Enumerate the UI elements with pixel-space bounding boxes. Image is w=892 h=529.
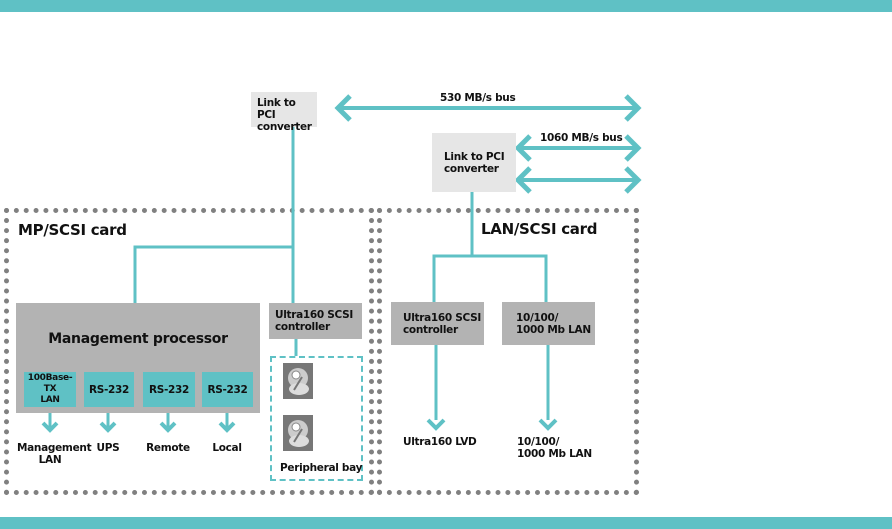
bus-1060-2-left-arrow (514, 166, 532, 194)
converter-top-line1: Link to PCI (257, 97, 296, 121)
controller-line1: Ultra160 SCSI (403, 312, 482, 324)
port-label: RS-232 (88, 383, 130, 396)
output-label: Management (17, 442, 92, 454)
port-label: RS-232 (207, 383, 248, 396)
output-ultra160-lvd: Ultra160 LVD (403, 436, 477, 448)
controller-line2: controller (275, 321, 330, 333)
hard-disk-icon (283, 415, 313, 451)
output-local: Local (212, 442, 242, 454)
mp-ultra160-scsi-controller: Ultra160 SCSI controller (269, 303, 362, 339)
bottom-banner (0, 517, 892, 529)
output-ups: UPS (96, 442, 120, 454)
top-banner (0, 0, 892, 12)
peripheral-bay (270, 356, 363, 481)
converter-right-line2: converter (444, 163, 499, 175)
bus-530-label: 530 MB/s bus (440, 92, 516, 104)
output-label: LAN (38, 454, 62, 466)
lan-scsi-card (377, 208, 639, 495)
management-processor-label: Management processor (48, 331, 228, 347)
output-label: 10/100/ (517, 436, 560, 448)
port-label: LAN (40, 395, 60, 405)
mp-card-title: MP/SCSI card (18, 221, 127, 239)
lan-ultra160-scsi-controller: Ultra160 SCSI controller (391, 302, 484, 345)
bus-530-right-arrow (624, 94, 642, 122)
lan-controller-10-100-1000: 10/100/ 1000 Mb LAN (502, 302, 595, 345)
lan-card-title: LAN/SCSI card (481, 220, 598, 238)
lan-controller-line2: 1000 Mb LAN (516, 324, 591, 336)
mp-scsi-card (4, 208, 374, 495)
hard-disk-icon (283, 363, 313, 399)
output-management-lan: Management LAN (17, 442, 92, 466)
peripheral-bay-label: Peripheral bay (280, 462, 363, 474)
output-remote: Remote (146, 442, 190, 454)
output-label: 1000 Mb LAN (517, 448, 592, 460)
bus-1060-label: 1060 MB/s bus (540, 132, 623, 144)
port-100base-tx: 100Base-TX LAN (24, 372, 76, 407)
output-lan: 10/100/ 1000 Mb LAN (517, 436, 592, 460)
bus-530-left-arrow (334, 94, 352, 122)
port-label: 100Base-TX (27, 373, 73, 394)
port-rs232-local: RS-232 (202, 372, 253, 407)
bus-1060-1-left-arrow (514, 134, 532, 162)
link-to-pci-converter-right: Link to PCI converter (432, 133, 516, 192)
port-rs232-ups: RS-232 (84, 372, 134, 407)
controller-line2: controller (403, 324, 458, 336)
lan-controller-line1: 10/100/ (516, 312, 559, 324)
port-label: RS-232 (148, 383, 190, 396)
bus-1060-2-right-arrow (624, 166, 642, 194)
bus-1060-1-right-arrow (624, 134, 642, 162)
converter-right-line1: Link to PCI (444, 151, 505, 163)
converter-top-line2: converter (257, 121, 312, 133)
port-rs232-remote: RS-232 (143, 372, 195, 407)
controller-line1: Ultra160 SCSI (275, 309, 354, 321)
link-to-pci-converter-top: Link to PCI converter (251, 92, 317, 133)
